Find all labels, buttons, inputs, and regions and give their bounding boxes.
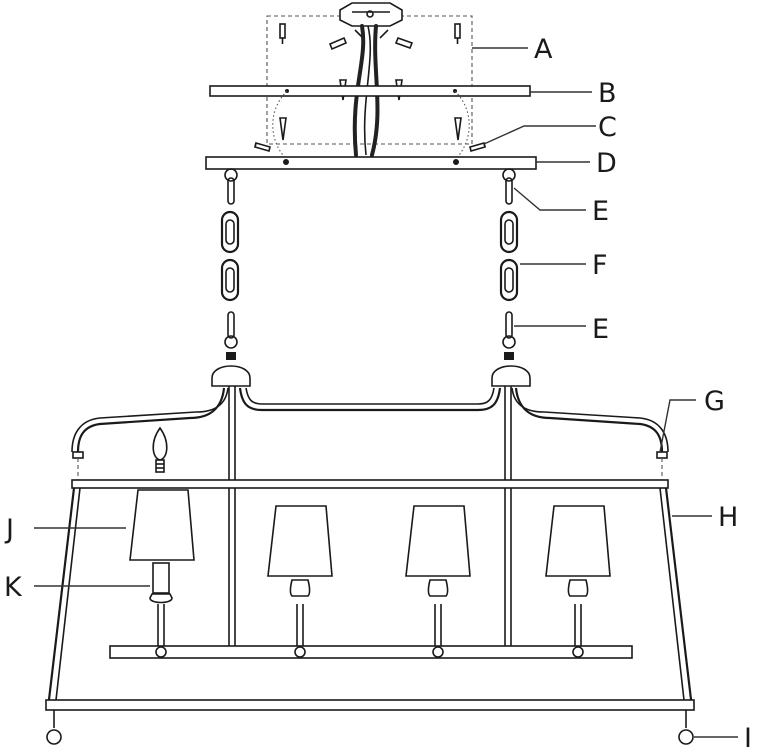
finials: [46, 710, 694, 745]
label-e-upper: E: [592, 196, 609, 227]
junction-box-outline: [266, 15, 473, 145]
candle-bar: [109, 645, 633, 659]
candelabra-bulb: [152, 426, 168, 473]
supply-wire-1: [352, 24, 366, 157]
leader-lines: [34, 47, 738, 738]
label-b: B: [598, 78, 617, 109]
left-frame-screw: [72, 451, 84, 459]
shade-1: [129, 489, 195, 658]
ground-wire: [363, 25, 372, 156]
label-e-lower: E: [592, 314, 609, 345]
right-frame-screw: [656, 451, 668, 459]
canopy: [205, 156, 537, 170]
label-f: F: [592, 250, 608, 281]
right-dome: [491, 365, 531, 387]
label-d: D: [596, 148, 617, 179]
mounting-crossbar: [209, 85, 531, 97]
junction-box-assembly: [266, 2, 473, 157]
label-h: H: [718, 502, 738, 533]
shade-4: [545, 505, 611, 658]
label-k: K: [4, 572, 23, 603]
outlet-box: [339, 2, 403, 27]
lantern-top-rail: [71, 479, 669, 489]
shade-2: [267, 505, 333, 658]
label-i: I: [744, 723, 752, 751]
fixture-frame: [45, 352, 695, 711]
shade-3: [405, 505, 471, 658]
mounting-screws-lower: [279, 117, 462, 141]
lantern-bottom-rail: [45, 699, 695, 711]
left-dome: [211, 365, 251, 387]
label-c: C: [598, 112, 617, 143]
left-chain-assembly: [220, 168, 240, 349]
label-j: J: [4, 514, 14, 545]
label-a: A: [534, 34, 553, 65]
right-chain-assembly: [499, 168, 519, 349]
label-g: G: [704, 386, 725, 417]
